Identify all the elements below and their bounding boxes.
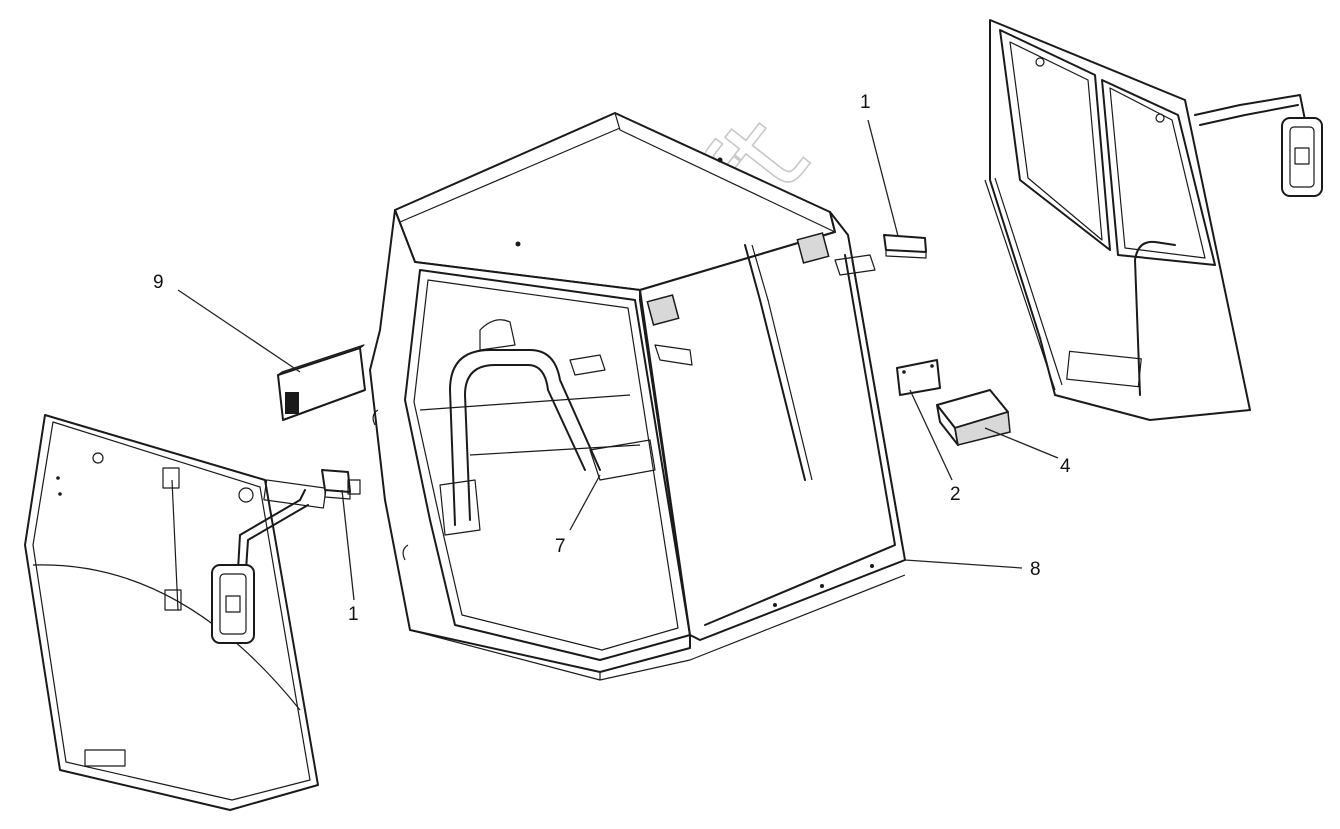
part-4-box [936, 389, 1011, 446]
callout-8: 8 [1030, 559, 1041, 580]
leader-lines [177, 119, 1059, 601]
callout-4: 4 [1060, 456, 1071, 477]
part-1-right-bracket [883, 234, 927, 259]
callout-9: 9 [153, 272, 164, 293]
callout-1-left: 1 [348, 604, 359, 625]
part-1-left-bracket [321, 469, 361, 500]
right-door [984, 19, 1323, 421]
left-door [24, 414, 327, 811]
part-9-strip [277, 344, 366, 421]
callout-2: 2 [950, 484, 961, 505]
cab-body [369, 112, 906, 681]
part-2-plate [896, 359, 941, 396]
callout-1-right: 1 [860, 92, 871, 113]
callout-7: 7 [555, 536, 566, 557]
